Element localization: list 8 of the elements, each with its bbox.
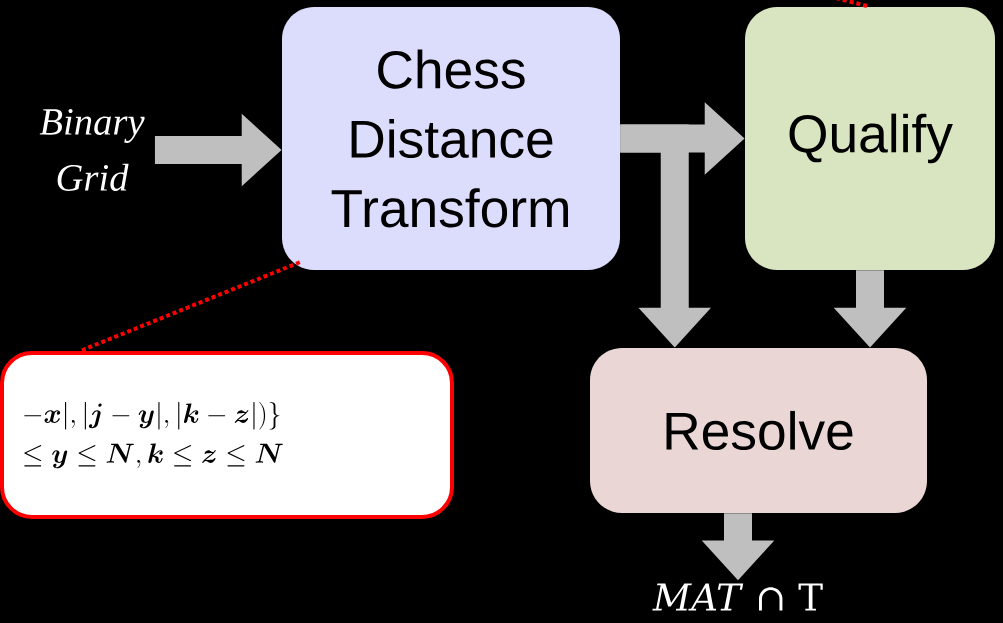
input-label: Binary Grid xyxy=(39,109,145,191)
formula-box: $-\boldsymbol{x}|,|\boldsymbol{j}-\boldsymbol{y}|,|\boldsymbol{k}-\boldsymbol{z}|)\}$ $\leq\boldsymbol{y}\leq\boldsymbol{N},\boldsymbol{k}\leq\boldsymbol{z}\leq\boldsymbol{N}$ xyxy=(0,351,454,519)
leader-line xyxy=(835,0,871,9)
process-box: Resolve xyxy=(590,348,927,513)
process-box: Qualify xyxy=(745,7,995,270)
leader-line xyxy=(79,260,301,353)
output-label: MAT ∩ T xyxy=(652,583,823,611)
process-box: Chess Distance Transform xyxy=(282,7,620,270)
